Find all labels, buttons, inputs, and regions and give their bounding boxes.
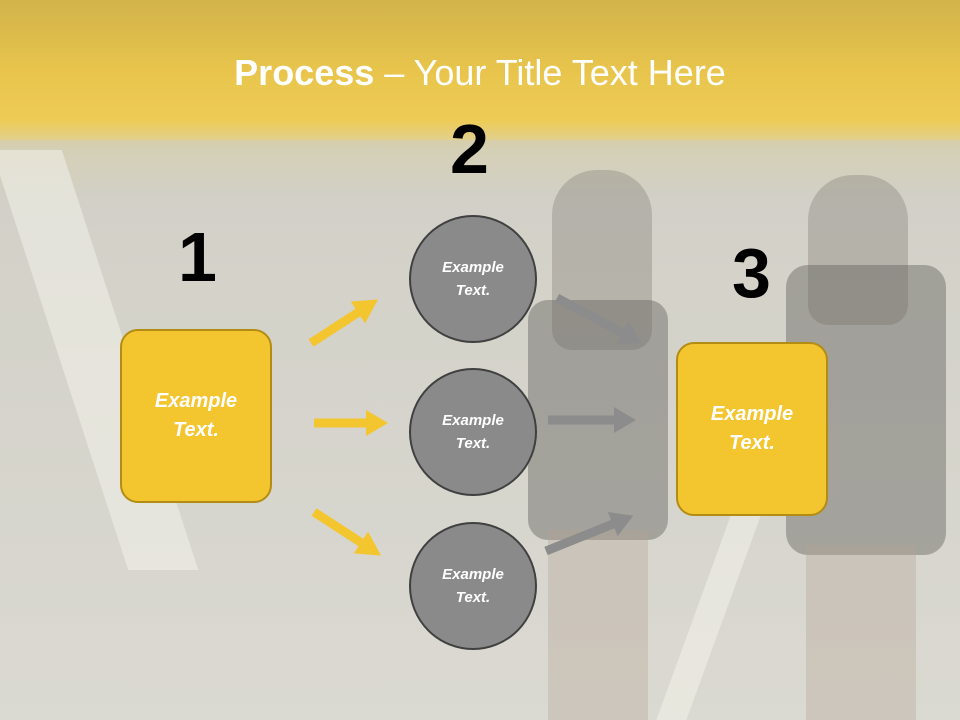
circle-bottom-line1: Example (442, 566, 504, 583)
arrow-down-right-gray (554, 294, 642, 345)
circle-middle-line1: Example (442, 412, 504, 429)
slide-title: Process – Your Title Text Here (0, 52, 960, 94)
circle-bottom: Example Text. (409, 522, 537, 650)
arrow-right-gray (548, 407, 636, 433)
arrow-up-right-gray (544, 511, 634, 556)
person-legs (806, 545, 916, 720)
circle-top-line1: Example (442, 259, 504, 276)
person-legs (548, 530, 648, 720)
step-number-2: 2 (450, 110, 489, 188)
arrow-right-yellow (314, 410, 388, 436)
step-number-3: 3 (732, 234, 771, 312)
left-box-line1: Example (154, 390, 238, 412)
arrow-down-right-yellow (311, 508, 382, 556)
left-box: Example Text. (120, 329, 272, 503)
left-box-line2: Text. (173, 419, 219, 441)
right-box-line1: Example (710, 403, 794, 425)
circle-middle: Example Text. (409, 368, 537, 496)
title-bold: Process (234, 52, 375, 93)
right-box: Example Text. (676, 342, 828, 516)
person-hair (808, 175, 908, 325)
circle-top-line2: Text. (455, 282, 491, 299)
arrow-up-right-yellow (308, 299, 379, 347)
right-box-line2: Text. (729, 432, 775, 454)
circle-middle-line2: Text. (455, 435, 491, 452)
step-number-1: 1 (178, 218, 217, 296)
circle-top: Example Text. (409, 215, 537, 343)
circle-bottom-line2: Text. (455, 589, 491, 606)
title-rest: – Your Title Text Here (374, 52, 726, 93)
